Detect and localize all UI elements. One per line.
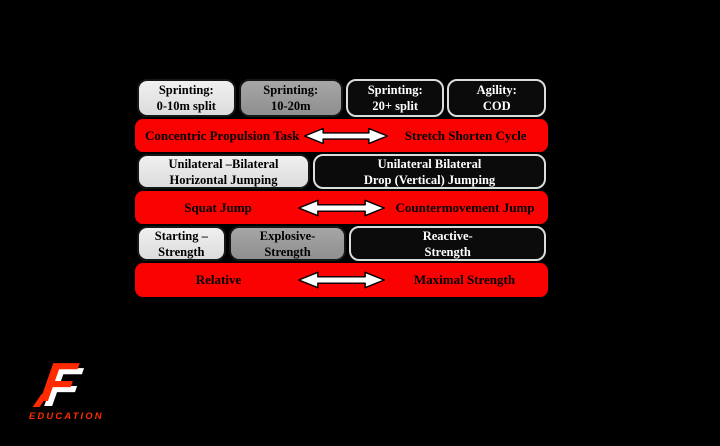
logo-f-mark: F bbox=[32, 351, 153, 413]
bar-right-label: Countermovement Jump bbox=[395, 199, 535, 215]
box-line: 0-10m split bbox=[156, 99, 216, 113]
box-line: Unilateral Bilateral bbox=[377, 156, 482, 171]
box-line: Starting – bbox=[154, 228, 208, 243]
box-drop-vertical-jumping: Unilateral Bilateral Drop (Vertical) Jum… bbox=[313, 154, 546, 189]
box-line: Reactive- bbox=[422, 228, 473, 243]
jumping-row: Unilateral –Bilateral Horizontal Jumping… bbox=[137, 154, 546, 189]
propulsion-continuum-bar: Concentric Propulsion Task Stretch Short… bbox=[135, 119, 548, 152]
bar-right-label: Maximal Strength bbox=[413, 272, 516, 287]
box-line: Strength bbox=[264, 244, 311, 259]
box-reactive-strength: Reactive- Strength bbox=[349, 226, 546, 261]
double-arrow-icon bbox=[298, 271, 385, 289]
strength-continuum-bar: Relative Maximal Strength bbox=[135, 263, 548, 297]
double-arrow-icon bbox=[304, 127, 389, 144]
box-line: Horizontal Jumping bbox=[169, 172, 278, 187]
box-line: COD bbox=[482, 99, 511, 113]
box-horizontal-jumping: Unilateral –Bilateral Horizontal Jumping bbox=[137, 154, 311, 189]
box-line: Agility: bbox=[476, 83, 517, 97]
bar-left-label: Concentric Propulsion Task bbox=[145, 127, 300, 143]
sprint-row: Sprinting: 0-10m split Sprinting: 10-20m… bbox=[137, 79, 546, 117]
brand-logo: F EDUCATION bbox=[29, 351, 149, 422]
box-sprint-20plus: Sprinting: 20+ split bbox=[345, 79, 445, 117]
box-explosive-strength: Explosive- Strength bbox=[228, 226, 347, 261]
box-line: 10-20m bbox=[270, 99, 311, 113]
logo-letter: F bbox=[37, 351, 81, 413]
box-starting-strength: Starting – Strength bbox=[137, 226, 226, 261]
box-line: Sprinting: bbox=[158, 83, 214, 97]
box-line: Sprinting: bbox=[263, 83, 319, 97]
box-sprint-0-10m: Sprinting: 0-10m split bbox=[137, 79, 236, 117]
box-line: Unilateral –Bilateral bbox=[168, 156, 279, 171]
jump-continuum-bar: Squat Jump Countermovement Jump bbox=[135, 191, 548, 224]
box-line: Drop (Vertical) Jumping bbox=[363, 172, 496, 187]
bar-right-label: Stretch Shorten Cycle bbox=[404, 127, 527, 143]
strength-row: Starting – Strength Explosive- Strength … bbox=[137, 226, 546, 261]
double-arrow-icon bbox=[298, 199, 385, 216]
box-line: Strength bbox=[158, 244, 205, 259]
box-line: Strength bbox=[424, 244, 471, 259]
logo-wordmark: EDUCATION bbox=[29, 411, 104, 422]
bar-left-label: Squat Jump bbox=[184, 199, 252, 215]
box-line: 20+ split bbox=[372, 99, 419, 113]
bar-left-label: Relative bbox=[195, 272, 242, 287]
speed-strength-continuum-diagram: Sprinting: 0-10m split Sprinting: 10-20m… bbox=[135, 79, 548, 297]
box-line: Explosive- bbox=[259, 228, 316, 243]
box-line: Sprinting: bbox=[367, 83, 423, 97]
box-sprint-10-20m: Sprinting: 10-20m bbox=[238, 79, 343, 117]
box-agility-cod: Agility: COD bbox=[447, 79, 546, 117]
